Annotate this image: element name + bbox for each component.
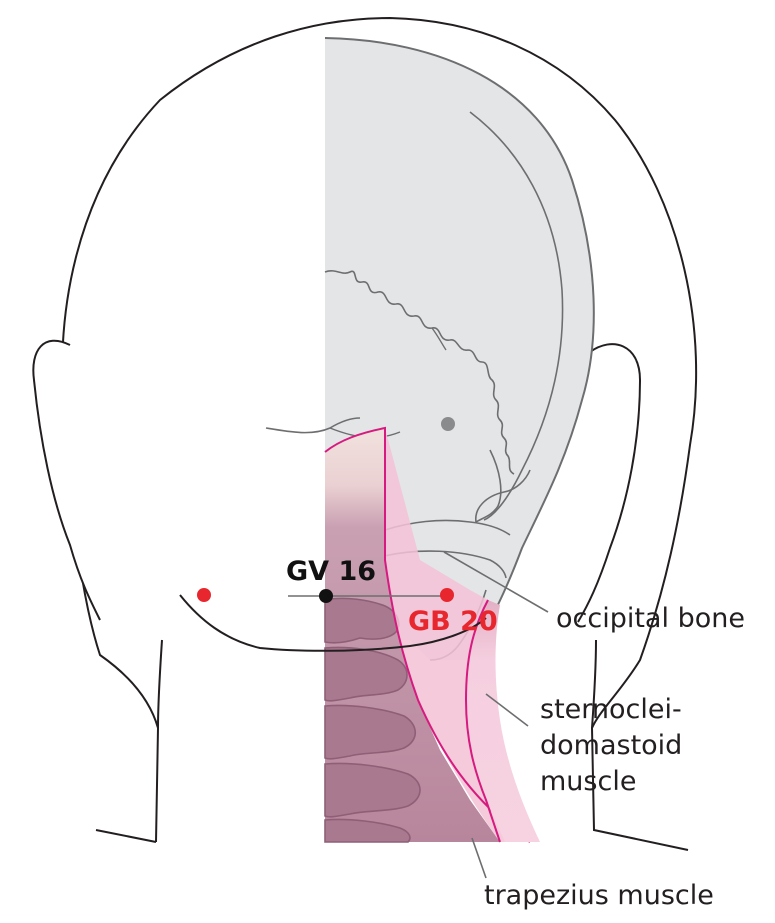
- nuchal-line-left: [265, 417, 361, 434]
- right-ear: [577, 343, 642, 623]
- trapezius-label: trapezius muscle: [484, 880, 714, 911]
- scm-label-line2: domastoid: [540, 730, 682, 761]
- left-neck-line: [157, 639, 163, 729]
- occipital-bone-label: occipital bone: [556, 603, 745, 634]
- gv16-label: GV 16: [286, 556, 376, 587]
- right-neck-line: [591, 639, 597, 729]
- left-ear: [32, 339, 101, 621]
- left-shoulder-line: [95, 829, 157, 843]
- gb20-point-left: [197, 588, 211, 602]
- skull-landmark-dot: [441, 417, 455, 431]
- trapezius-leader: [471, 837, 487, 879]
- scm-edge: [464, 599, 501, 843]
- suture-branch: [431, 327, 447, 351]
- lambdoid-suture: [324, 270, 515, 475]
- occipital-leader: [443, 551, 549, 613]
- gb20-label: GB 20: [408, 606, 498, 637]
- gv16-point: [319, 589, 333, 603]
- skull-outline: [324, 37, 595, 626]
- scm-label-line1: sternoclei-: [540, 694, 682, 725]
- trapezius-edge: [324, 426, 531, 843]
- scm-label-line3: muscle: [540, 766, 636, 797]
- gb20-point-right: [440, 588, 454, 602]
- scm-leader: [485, 693, 529, 727]
- hairline-curve: [179, 594, 487, 652]
- cervical-vertebrae: [324, 597, 421, 843]
- scm-muscle-shape: [466, 600, 540, 842]
